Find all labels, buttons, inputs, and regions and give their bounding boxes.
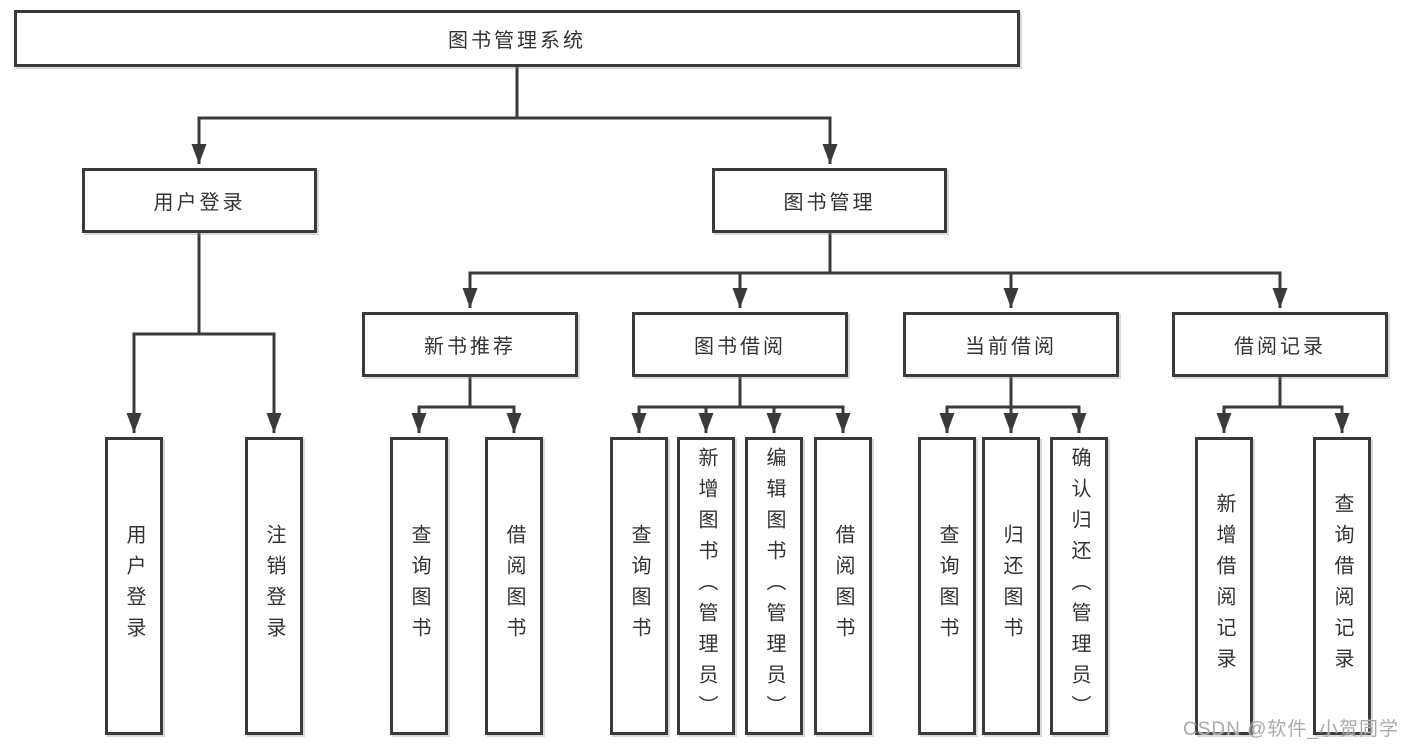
node-borrow-record: 借阅记录: [1172, 312, 1388, 377]
leaf-borrow-edit-books-admin: 编辑图书（管理员）: [745, 437, 803, 735]
leaf-current-return-books: 归还图书: [982, 437, 1040, 735]
leaf-current-query-books: 查询图书: [918, 437, 976, 735]
leaf-borrow-add-books-admin: 新增图书（管理员）: [677, 437, 735, 735]
node-book-borrow: 图书借阅: [632, 312, 848, 377]
leaf-current-confirm-return-admin: 确认归还（管理员）: [1050, 437, 1108, 735]
leaf-borrow-query-books: 查询图书: [610, 437, 668, 735]
leaf-logout: 注销登录: [245, 437, 303, 735]
leaf-record-query-borrow-record: 查询借阅记录: [1313, 437, 1371, 735]
node-library-system: 图书管理系统: [14, 10, 1020, 67]
watermark: CSDN @软件_小贺同学: [1183, 719, 1399, 740]
node-current-borrow: 当前借阅: [903, 312, 1119, 377]
node-user-login-group: 用户登录: [82, 168, 317, 233]
node-new-book-recommend: 新书推荐: [362, 312, 578, 377]
leaf-newbook-query-books: 查询图书: [390, 437, 448, 735]
leaf-user-login: 用户登录: [105, 437, 163, 735]
leaf-record-add-borrow-record: 新增借阅记录: [1195, 437, 1253, 735]
leaf-borrow-borrow-books: 借阅图书: [814, 437, 872, 735]
leaf-newbook-borrow-books: 借阅图书: [485, 437, 543, 735]
node-book-management: 图书管理: [712, 168, 947, 233]
